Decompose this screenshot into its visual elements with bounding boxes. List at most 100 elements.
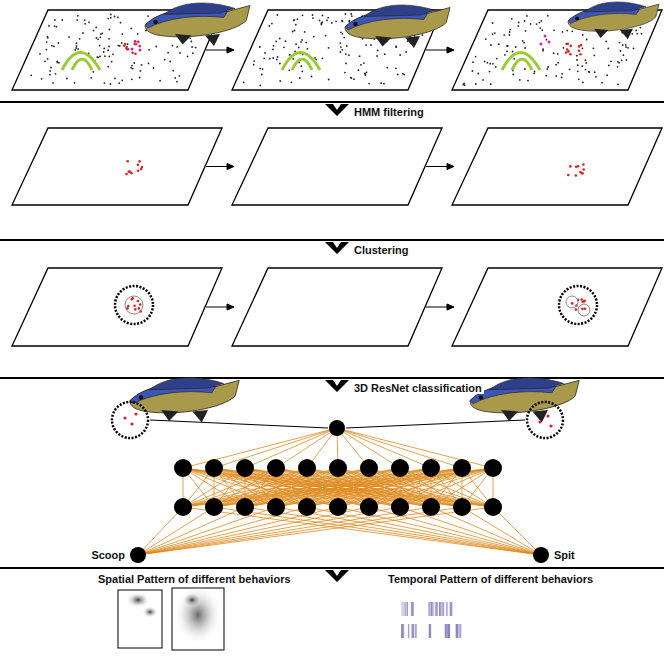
dot <box>484 61 486 63</box>
dot <box>294 30 296 32</box>
dot <box>121 33 123 35</box>
red-point <box>580 44 583 47</box>
event-bar <box>446 602 448 616</box>
red-point <box>580 298 583 301</box>
neuron <box>298 459 316 477</box>
event-bar <box>401 624 404 638</box>
dot <box>348 54 350 56</box>
dot <box>137 33 139 35</box>
output-neuron: Scoop <box>91 546 147 564</box>
neuron <box>453 498 471 516</box>
dot <box>322 15 324 17</box>
dot <box>380 82 382 84</box>
neuron <box>422 459 440 477</box>
dot <box>509 29 511 31</box>
dot <box>593 47 595 49</box>
dot <box>100 33 102 35</box>
dot <box>593 55 595 57</box>
dot <box>95 27 97 29</box>
red-point <box>567 50 570 53</box>
stage-label: Clustering <box>352 244 410 256</box>
dot <box>536 23 538 25</box>
event-bar <box>429 624 430 638</box>
dot <box>75 47 77 49</box>
dot <box>271 23 273 25</box>
dot <box>107 18 109 20</box>
neuron <box>329 420 345 436</box>
red-point <box>583 300 586 303</box>
frame-panel <box>232 128 442 205</box>
dot <box>30 74 32 76</box>
dot <box>472 61 474 63</box>
dot <box>164 59 166 61</box>
event-bar <box>401 624 404 638</box>
dot <box>340 46 342 48</box>
dot <box>617 83 619 85</box>
event-bar <box>413 624 414 638</box>
dot <box>76 45 78 47</box>
dot <box>541 29 543 31</box>
dot <box>77 48 79 50</box>
event-bar <box>403 602 406 616</box>
neuron <box>174 498 192 516</box>
dot <box>88 21 90 23</box>
dot <box>492 33 494 35</box>
dot <box>576 55 578 57</box>
dot <box>524 47 526 49</box>
red-point <box>582 163 585 166</box>
event-bar <box>440 602 442 616</box>
dot <box>46 49 48 51</box>
event-bar <box>456 624 459 638</box>
dot <box>107 49 109 51</box>
dot <box>169 61 171 63</box>
dot <box>293 19 295 21</box>
dot <box>351 15 353 17</box>
dot <box>627 47 629 49</box>
dot <box>365 44 367 46</box>
dot <box>147 15 149 17</box>
neuron <box>533 547 549 563</box>
red-point <box>138 45 141 48</box>
event-bar <box>456 624 458 638</box>
frame-panel <box>12 268 222 346</box>
dot <box>492 22 494 24</box>
dot <box>343 37 345 39</box>
event-bar <box>411 602 413 616</box>
red-point <box>134 40 137 43</box>
dot <box>172 70 174 72</box>
weight-line <box>462 507 541 555</box>
dot <box>519 79 521 81</box>
red-point <box>583 300 586 303</box>
dot <box>259 85 261 87</box>
dot <box>546 39 548 41</box>
neuron <box>422 498 440 516</box>
red-point <box>138 307 141 310</box>
neuron <box>484 459 502 477</box>
dot <box>633 48 635 50</box>
dot <box>107 66 109 68</box>
dot <box>557 62 559 64</box>
dot <box>264 52 266 54</box>
dot <box>495 66 497 68</box>
dot <box>283 46 285 48</box>
red-point <box>126 160 129 163</box>
dot <box>99 36 101 38</box>
red-point <box>581 308 584 311</box>
red-point <box>569 53 572 56</box>
red-point <box>575 308 578 311</box>
stage-label: HMM filtering <box>352 106 426 118</box>
dot <box>148 63 150 65</box>
dot <box>335 20 337 22</box>
dot <box>77 15 79 17</box>
dot <box>341 20 343 22</box>
dot <box>402 73 404 75</box>
red-point <box>569 165 572 168</box>
dot <box>110 14 112 16</box>
dot <box>542 48 544 50</box>
neuron <box>484 498 502 516</box>
dot <box>571 30 573 32</box>
event-bar <box>407 602 408 616</box>
dot <box>399 54 401 56</box>
dot <box>472 70 474 72</box>
dot <box>512 74 514 76</box>
